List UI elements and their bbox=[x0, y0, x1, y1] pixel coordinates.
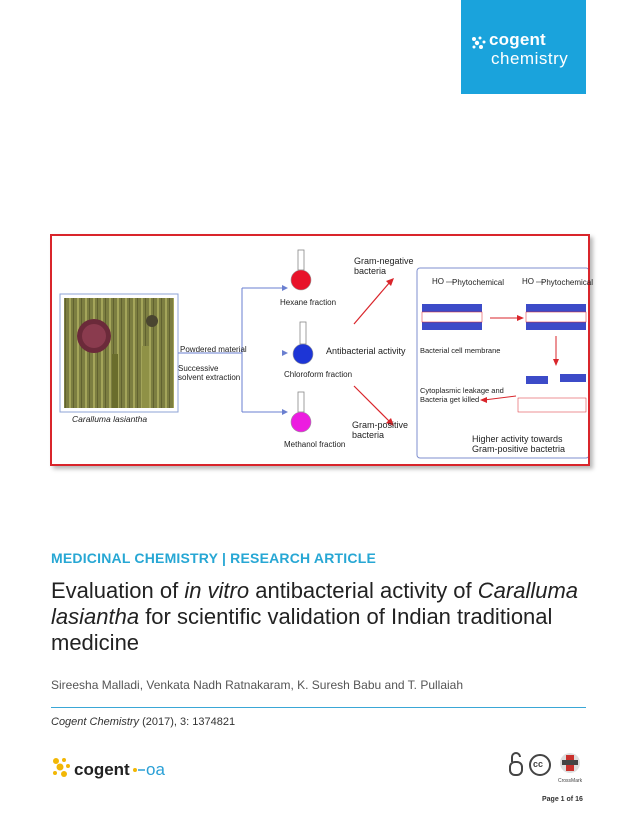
citation-journal: Cogent Chemistry bbox=[51, 716, 140, 728]
divider bbox=[51, 707, 586, 708]
page-number: Page 1 of 16 bbox=[542, 796, 583, 803]
authors: Sireesha Malladi, Venkata Nadh Ratnakara… bbox=[51, 678, 464, 692]
phytochemical-label-2: Phytochemical bbox=[541, 278, 594, 287]
logo-separator-icon bbox=[133, 768, 145, 772]
oa-logo-text: oa bbox=[146, 760, 165, 779]
cc-label: cc bbox=[533, 759, 544, 769]
cogent-oa-logo[interactable]: cogent bbox=[74, 760, 130, 779]
license-icons bbox=[509, 752, 580, 776]
article-title: Evaluation of in vitro antibacterial act… bbox=[51, 578, 596, 656]
citation: Cogent Chemistry (2017), 3: 1374821 bbox=[51, 716, 235, 728]
phytochemical-label-1: Phytochemical bbox=[452, 278, 505, 287]
journal-brand-box: cogent chemistry bbox=[461, 0, 586, 94]
methanol-label: Methanol fraction bbox=[284, 440, 346, 449]
cogent-dots-icon bbox=[472, 36, 486, 49]
brand-subject: chemistry bbox=[491, 49, 569, 68]
cogent-oa-dots-icon bbox=[53, 758, 70, 777]
title-text-2: antibacterial activity of bbox=[249, 578, 478, 603]
gram-positive-label: Gram-positive bacteria bbox=[352, 420, 409, 440]
citation-details: (2017), 3: 1374821 bbox=[139, 716, 236, 728]
title-italic-2: Caralluma lasiantha bbox=[51, 578, 579, 629]
creative-commons-icon bbox=[529, 754, 551, 776]
methanol-flask bbox=[290, 391, 312, 433]
open-access-icon bbox=[509, 752, 523, 776]
powdered-label: Powdered material bbox=[180, 345, 247, 354]
membrane-label: Bacterial cell membrane bbox=[420, 346, 501, 355]
crossmark-label[interactable]: CrossMark bbox=[558, 778, 583, 784]
title-text-3: for scientific validation of Indian trad… bbox=[51, 604, 553, 655]
hexane-label: Hexane fraction bbox=[280, 298, 337, 307]
extraction-label: Successive solvent extraction bbox=[178, 364, 241, 382]
antibacterial-label: Antibacterial activity bbox=[326, 346, 406, 356]
gram-negative-label: Gram-negative bacteria bbox=[354, 256, 414, 276]
crossmark-icon bbox=[560, 753, 580, 773]
bacterial-membrane-3 bbox=[517, 374, 587, 413]
higher-activity-label: Higher activity towards Gram-positive ba… bbox=[472, 434, 566, 454]
hexane-flask bbox=[290, 249, 312, 291]
bacterial-membrane-1 bbox=[421, 304, 483, 330]
title-text-1: Evaluation of bbox=[51, 578, 185, 603]
section-label: MEDICINAL CHEMISTRY | RESEARCH ARTICLE bbox=[51, 550, 376, 566]
title-italic-1: in vitro bbox=[184, 578, 250, 603]
bacterial-membrane-2 bbox=[525, 304, 587, 330]
photo-caption: Caralluma lasiantha bbox=[72, 414, 148, 424]
chloroform-label: Chloroform fraction bbox=[284, 370, 353, 379]
ho-label-2: HO bbox=[522, 277, 534, 286]
chloroform-flask bbox=[292, 321, 314, 365]
graphical-abstract: Caralluma lasiantha Powdered material Su… bbox=[50, 234, 594, 466]
graphical-abstract-drawing bbox=[59, 249, 588, 459]
ho-label-1: HO bbox=[432, 277, 444, 286]
leakage-label: Cytoplasmic leakage and Bacteria get kil… bbox=[420, 386, 504, 404]
brand-name: cogent bbox=[489, 30, 546, 49]
